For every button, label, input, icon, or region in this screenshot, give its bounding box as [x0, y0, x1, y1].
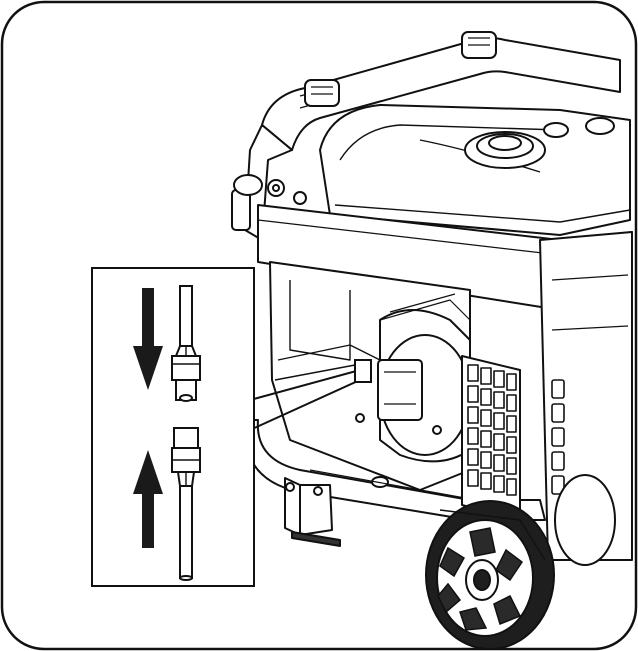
frame-handle-rail — [261, 37, 621, 151]
frame-knob — [231, 174, 307, 231]
callout-target — [354, 359, 372, 383]
fuel-cap — [464, 131, 546, 169]
wire-plug-top — [171, 285, 201, 402]
recoil-housing — [355, 293, 471, 463]
connector-inset — [91, 267, 255, 587]
arrow-up-icon — [133, 450, 163, 548]
arrow-down-icon — [133, 288, 163, 390]
side-vent — [551, 379, 565, 495]
callout-lines — [249, 369, 361, 431]
frame-clamp-top — [461, 31, 497, 59]
wheel — [425, 500, 555, 650]
frame-clamp-left — [304, 79, 340, 107]
wire-plug-bottom — [171, 427, 201, 581]
alternator-grille — [461, 355, 521, 521]
generator-body — [231, 31, 633, 566]
rubber-foot-left — [284, 477, 341, 547]
